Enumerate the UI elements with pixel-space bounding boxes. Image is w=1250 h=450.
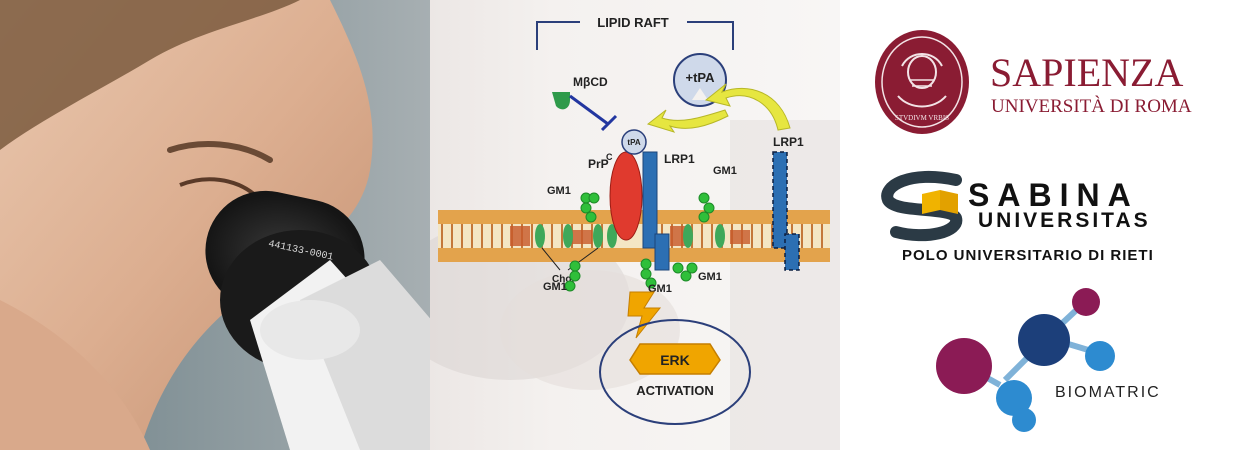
lipid-raft-bracket: LIPID RAFT <box>536 15 734 50</box>
microscope-eyepiece: 441133-0001 <box>205 190 440 450</box>
sabina-name: SABINA <box>968 177 1139 213</box>
sabina-logo[interactable]: SABINA UNIVERSITAS POLO UNIVERSITARIO DI… <box>881 170 1154 264</box>
gm1-label-upper-right: GM1 <box>713 165 737 177</box>
biomatric-name: BIOMATRIC <box>1055 384 1161 401</box>
sabina-universitas: UNIVERSITAS <box>978 209 1151 232</box>
prp-superscript: C <box>606 152 613 162</box>
biomatric-logo[interactable]: BIOMATRIC <box>936 288 1161 432</box>
yellow-arrow-lower <box>646 109 729 133</box>
gm1-label-lower-right: GM1 <box>698 271 722 283</box>
chol-label: Chol <box>552 274 574 285</box>
lipid-raft-diagram-art: LIPID RAFT MβCD +tPA <box>430 15 840 450</box>
yellow-arrow <box>704 83 791 131</box>
sapienza-name: SAPIENZA <box>990 50 1183 95</box>
erk-activation: ERK ACTIVATION <box>599 319 751 425</box>
microscope-photo-art: 441133-0001 <box>0 0 440 450</box>
tpa-bound-label: tPA <box>627 138 640 147</box>
lipid-raft-label: LIPID RAFT <box>597 15 669 30</box>
erk-label: ERK <box>660 352 690 368</box>
biomatric-molecule-icon <box>936 288 1115 432</box>
mbcd-label: MβCD <box>573 75 608 89</box>
lrp1-outside-receptor: LRP1 <box>772 135 804 271</box>
mbcd-molecule: MβCD <box>552 75 618 132</box>
activation-label: ACTIVATION <box>636 383 714 398</box>
microscope-photo: 441133-0001 <box>0 0 440 450</box>
gm1-clusters <box>564 192 715 292</box>
sapienza-logo[interactable]: STVDIVM VRBIS SAPIENZA UNIVERSITÀ DI ROM… <box>875 30 1192 134</box>
sapienza-subtitle: UNIVERSITÀ DI ROMA <box>991 95 1192 117</box>
sapienza-seal-text: STVDIVM VRBIS <box>895 114 949 122</box>
gm1-label-upper-left: GM1 <box>547 185 571 197</box>
prp-label: PrP <box>588 157 609 171</box>
sabina-subtitle: POLO UNIVERSITARIO DI RIETI <box>902 247 1154 264</box>
tpa-plus-label: +tPA <box>685 70 715 85</box>
lrp1-right-label: LRP1 <box>773 135 804 149</box>
tpa-ligand: +tPA <box>673 53 727 107</box>
logos-panel: STVDIVM VRBIS SAPIENZA UNIVERSITÀ DI ROM… <box>840 0 1250 450</box>
logos-art: STVDIVM VRBIS SAPIENZA UNIVERSITÀ DI ROM… <box>875 30 1192 432</box>
tpa-bound: tPA <box>621 129 647 155</box>
cholesterol <box>535 224 725 248</box>
sabina-s-icon <box>881 170 963 242</box>
gm1-label-lower-left: GM1 <box>543 281 567 293</box>
lrp1-raft-receptor: LRP1 <box>642 151 695 271</box>
lrp1-left-label: LRP1 <box>664 152 695 166</box>
lipid-raft-diagram: LIPID RAFT MβCD +tPA <box>430 0 840 450</box>
sapienza-seal-icon: STVDIVM VRBIS <box>875 30 969 134</box>
prpc-protein: PrP C <box>588 151 643 241</box>
